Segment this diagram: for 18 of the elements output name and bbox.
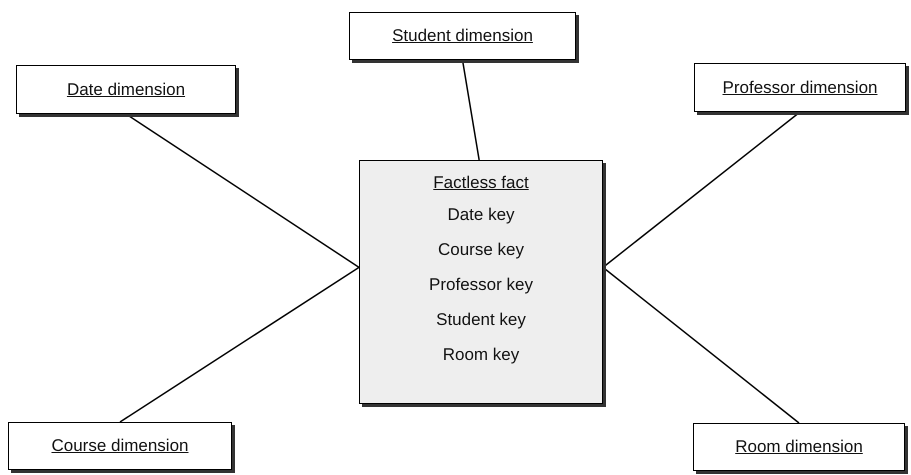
table-name: Room dimension bbox=[735, 437, 863, 457]
connector-line bbox=[120, 266, 360, 423]
table-name: Student dimension bbox=[392, 26, 533, 46]
fact-table-box bbox=[359, 160, 603, 404]
table-name: Date dimension bbox=[66, 80, 186, 100]
key-field: Professor key bbox=[429, 275, 533, 295]
dimension-table-box bbox=[349, 12, 576, 60]
key-field: Room key bbox=[442, 345, 520, 365]
key-field: Student key bbox=[436, 310, 526, 330]
table-name: Factless fact bbox=[433, 173, 529, 193]
dimension-table-box bbox=[8, 422, 232, 470]
dimension-table-box bbox=[694, 63, 906, 112]
dimension-table-box bbox=[693, 423, 905, 471]
dimension-table-box bbox=[16, 65, 236, 114]
table-name: Professor dimension bbox=[722, 78, 878, 98]
table-name: Course dimension bbox=[51, 436, 188, 456]
key-field: Date key bbox=[447, 205, 515, 225]
key-field: Course key bbox=[438, 240, 524, 260]
